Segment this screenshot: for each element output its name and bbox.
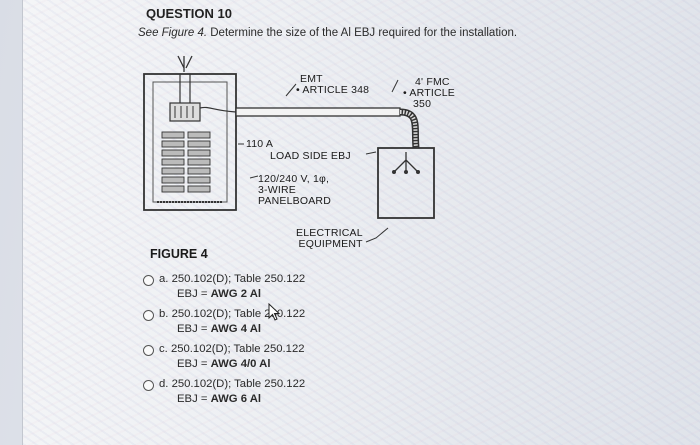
equipment-label-line2: EQUIPMENT — [298, 238, 363, 250]
panel-leader — [249, 175, 259, 179]
option-c-radio[interactable] — [143, 345, 154, 356]
question-prompt: See Figure 4. Determine the size of the … — [138, 27, 517, 39]
ebj-leader — [365, 151, 377, 155]
main-breaker-detail — [174, 106, 194, 118]
emt-leader — [285, 83, 297, 97]
panelboard-label: 120/240 V, 1φ, 3-WIRE PANELBOARD — [258, 174, 331, 207]
emt-conduit — [235, 107, 401, 117]
fmc-leader — [391, 79, 399, 93]
fmc-label-line2: • ARTICLE — [403, 87, 455, 99]
option-b-answer: EBJ = AWG 4 Al — [177, 323, 262, 335]
option-a-answer: EBJ = AWG 2 Al — [177, 288, 262, 300]
panelboard-label-line2: 3-WIRE — [258, 184, 296, 196]
main-feed-wires — [179, 74, 191, 103]
equipment-leader — [365, 227, 389, 243]
service-conductors — [177, 55, 193, 72]
figure-reference: See Figure 4. — [138, 27, 208, 39]
equipment-enclosure — [377, 147, 435, 219]
fmc-label-line1: 4' FMC — [415, 76, 450, 88]
load-side-ebj-label: LOAD SIDE EBJ — [270, 150, 351, 162]
question-title: QUESTION 10 — [146, 6, 232, 21]
feeder-wire — [199, 106, 237, 113]
branch-breakers — [161, 131, 211, 193]
equipment-wires — [393, 152, 419, 173]
option-d-reference: d. 250.102(D); Table 250.122 — [159, 378, 306, 390]
figure-4-diagram — [140, 48, 470, 278]
equipment-label: ELECTRICAL EQUIPMENT — [296, 228, 363, 250]
figure-caption: FIGURE 4 — [150, 247, 208, 261]
emt-label-line2: • ARTICLE 348 — [296, 84, 370, 96]
fmc-flex-inner — [399, 110, 418, 149]
emt-label: EMT • ARTICLE 348 — [296, 73, 369, 96]
mouse-cursor-icon — [268, 303, 281, 321]
option-d-radio[interactable] — [143, 380, 154, 391]
emt-label-line1: EMT — [300, 73, 323, 85]
option-b-reference: b. 250.102(D); Table 250.122 — [159, 308, 306, 320]
panelboard-label-line1: 120/240 V, 1φ, — [258, 173, 330, 185]
option-a-reference: a. 250.102(D); Table 250.122 — [159, 273, 306, 285]
fmc-label-line3: 350 — [413, 98, 432, 110]
amperage-label: 110 A — [246, 138, 274, 150]
option-b-radio[interactable] — [143, 310, 154, 321]
figure-drawing — [143, 55, 435, 243]
option-c-reference: c. 250.102(D); Table 250.122 — [159, 343, 305, 355]
option-c-answer: EBJ = AWG 4/0 Al — [177, 358, 271, 370]
option-a-radio[interactable] — [143, 275, 154, 286]
fmc-label: 4' FMC • ARTICLE 350 — [403, 77, 455, 110]
question-text: Determine the size of the Al EBJ require… — [207, 27, 518, 39]
panelboard-label-line3: PANELBOARD — [258, 195, 331, 207]
equipment-label-line1: ELECTRICAL — [296, 227, 363, 239]
option-d-answer: EBJ = AWG 6 Al — [177, 393, 262, 405]
